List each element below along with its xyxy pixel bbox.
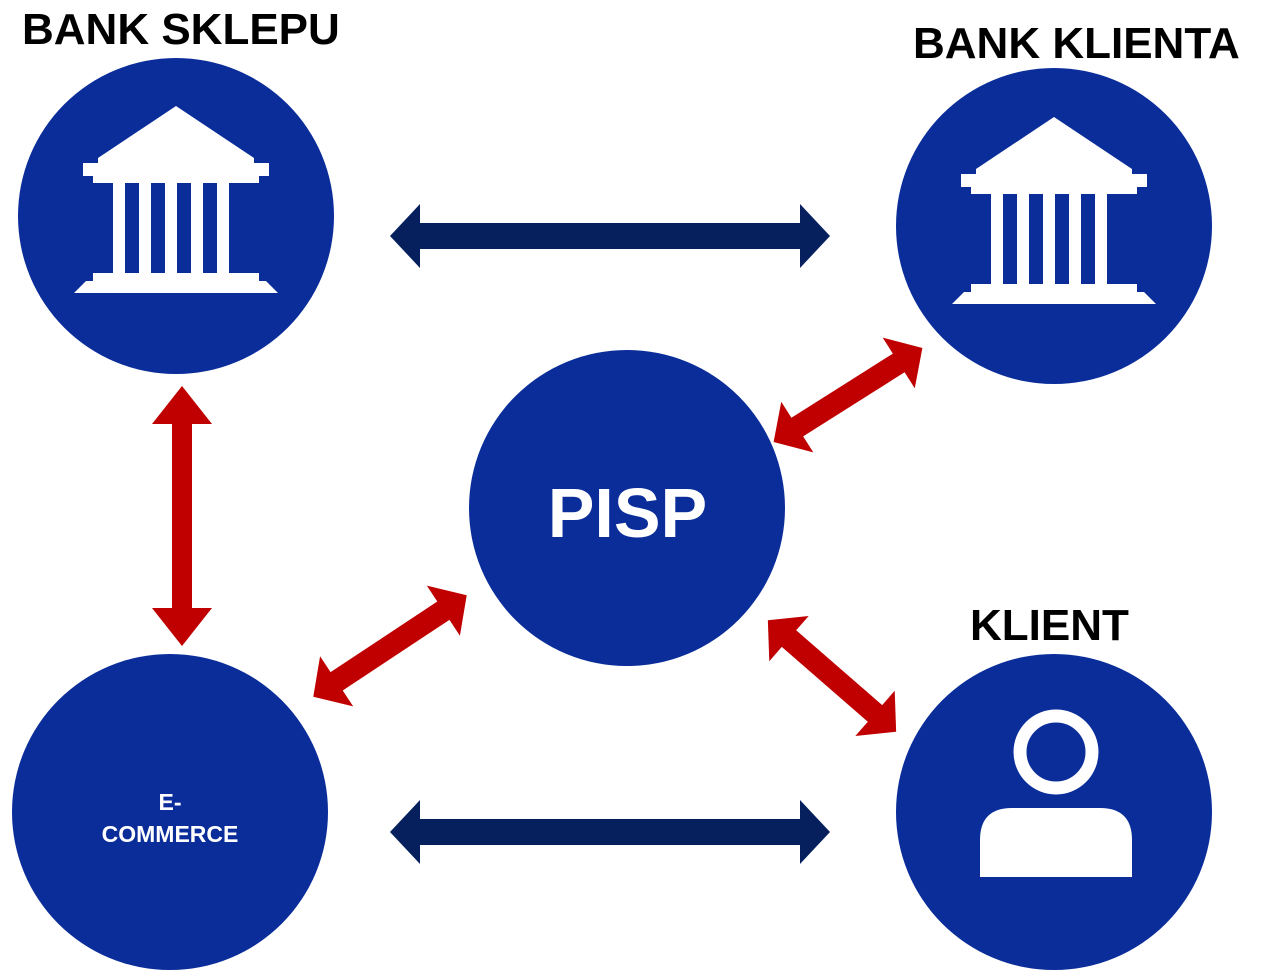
ecommerce-label: E- COMMERCE [70, 786, 270, 850]
bank-sklepu-label: BANK SKLEPU [22, 5, 340, 54]
arrow-ecommerce-klient [390, 800, 830, 864]
arrow-ecommerce-pisp [313, 585, 467, 707]
ecommerce-label-line2: COMMERCE [101, 821, 239, 847]
pisp-label: PISP [547, 474, 708, 552]
ecommerce-node [12, 654, 328, 970]
person-icon [980, 709, 1132, 877]
ecommerce-label-line1: E- [158, 789, 182, 815]
arrow-banksklepu-ecommerce [152, 386, 212, 646]
pisp-node [469, 350, 785, 666]
arrow-pisp-klient [767, 615, 897, 737]
bank-klienta-label: BANK KLIENTA [913, 19, 1240, 68]
klient-label: KLIENT [970, 601, 1129, 650]
arrow-banks [390, 204, 830, 268]
arrow-pisp-bankklienta [773, 337, 923, 453]
